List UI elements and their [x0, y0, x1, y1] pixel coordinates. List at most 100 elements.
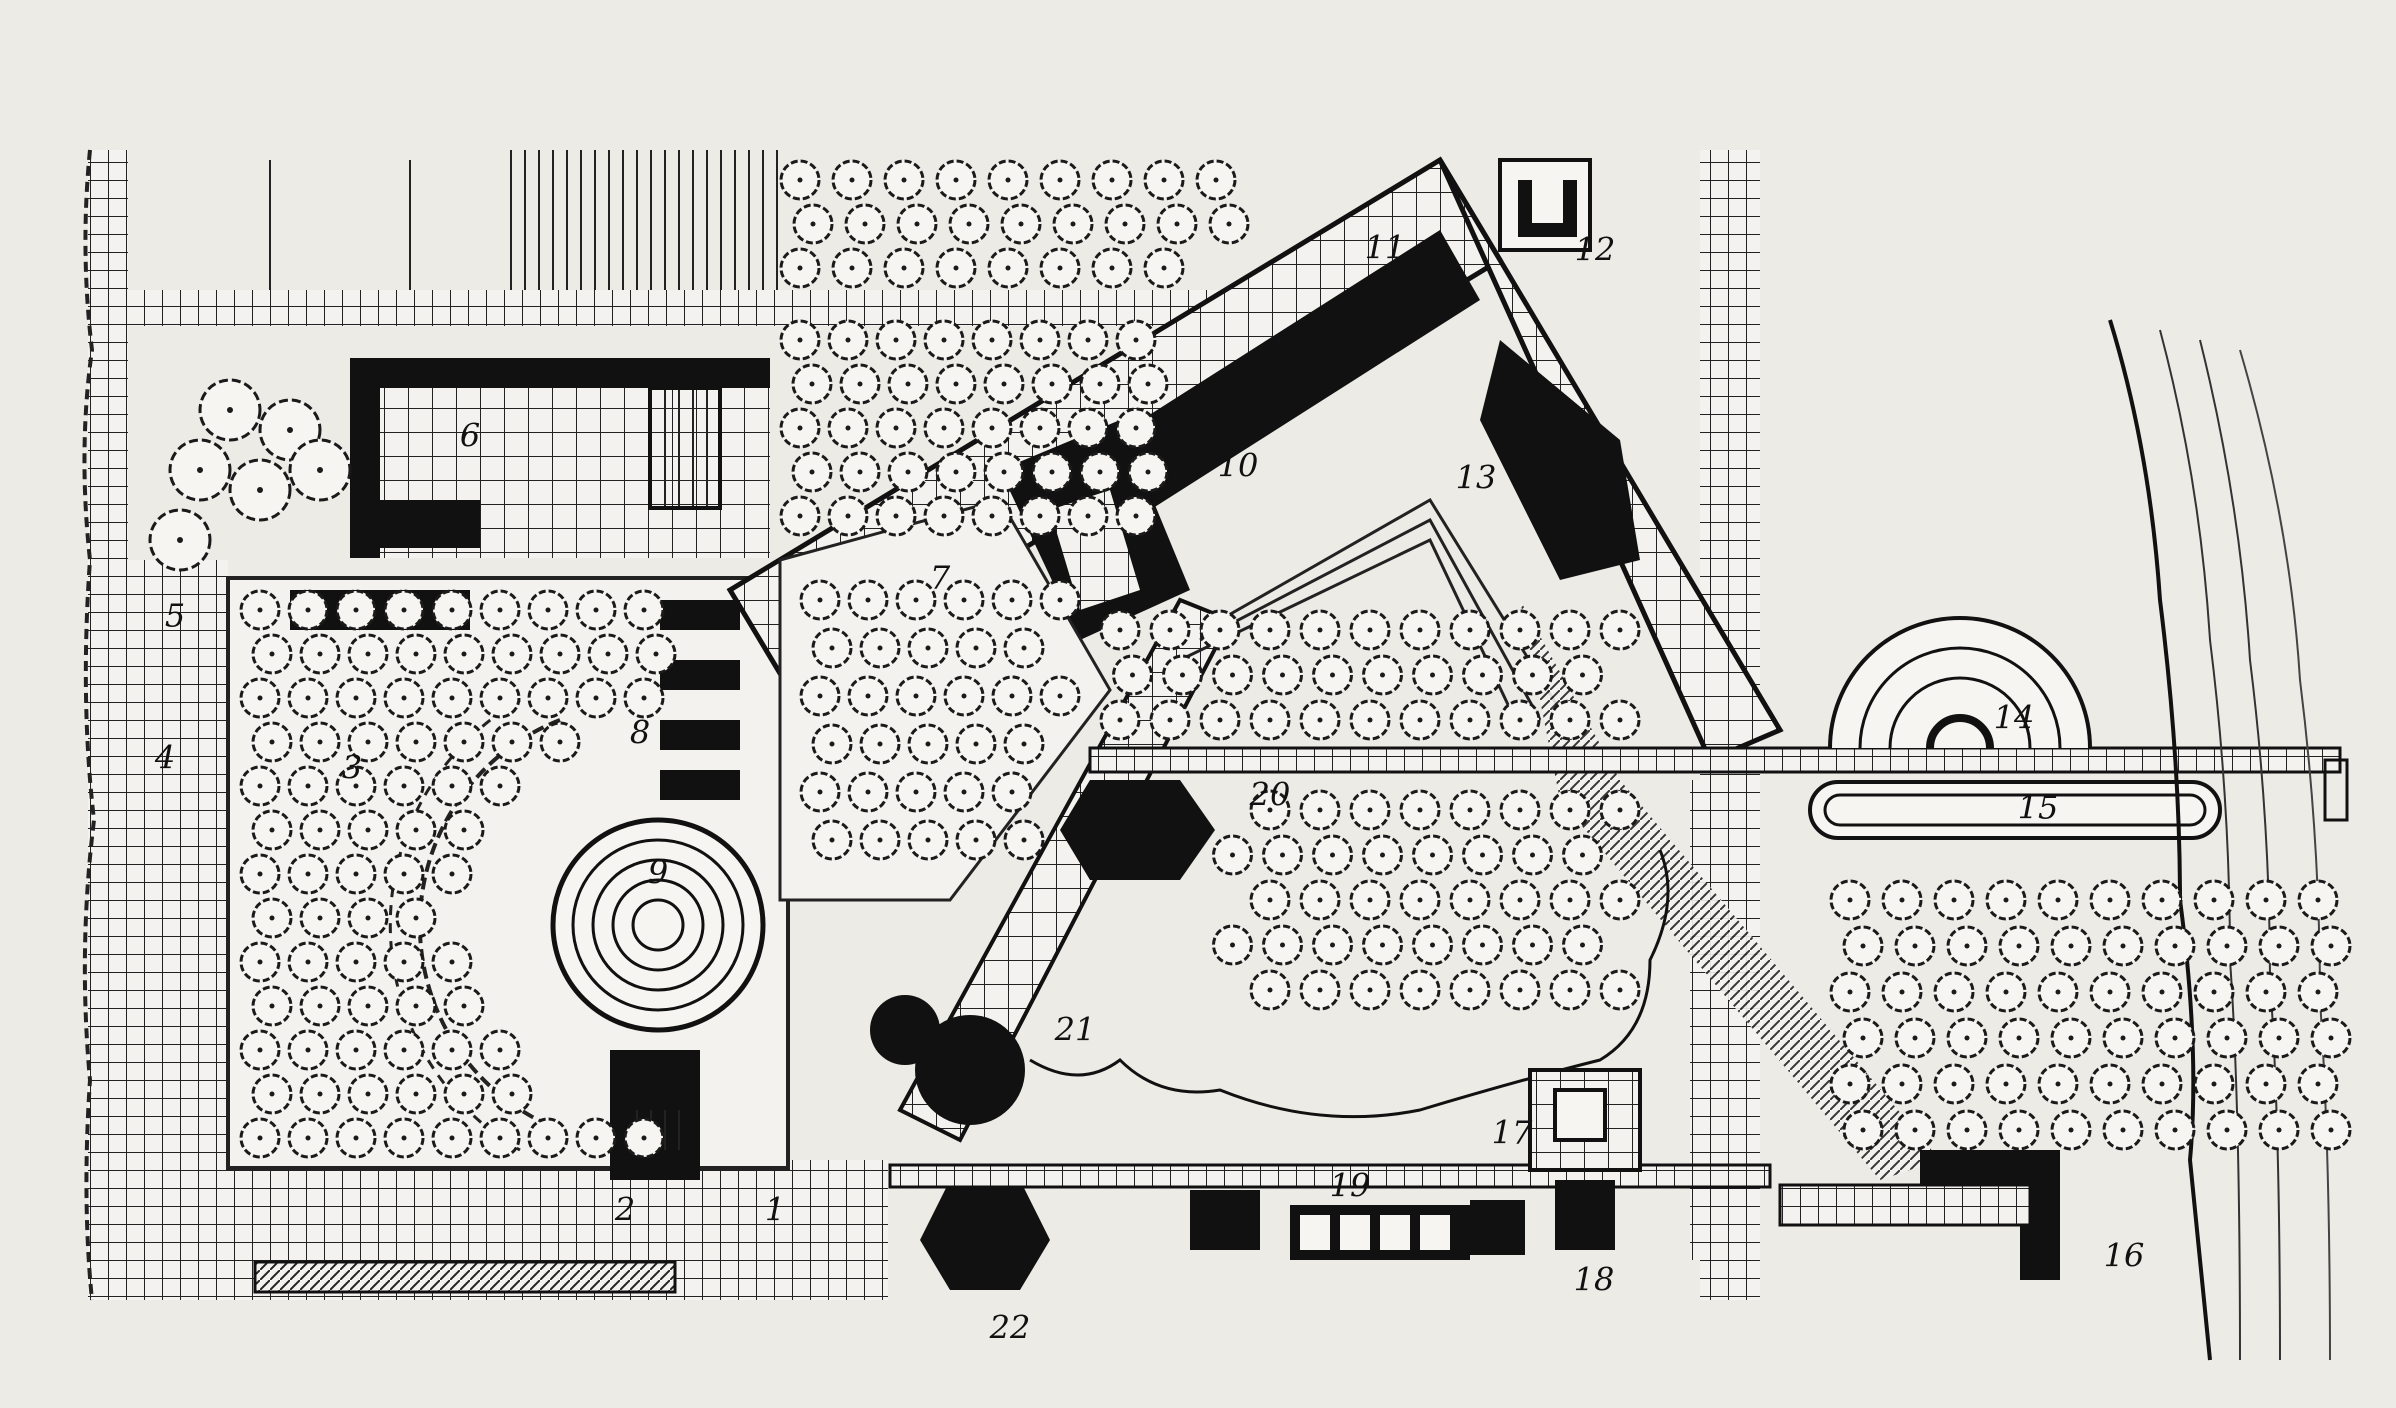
tree-symbol [491, 721, 533, 763]
tree-symbol [1143, 247, 1185, 289]
tree-symbol [907, 819, 949, 861]
tree-symbol [887, 451, 929, 493]
tree-symbol [983, 451, 1025, 493]
tree-symbol [1933, 879, 1975, 921]
hex-block-22 [920, 1180, 1050, 1290]
tree-symbol [635, 633, 677, 675]
tree-symbol [575, 1117, 617, 1159]
tree-symbol [479, 1029, 521, 1071]
tree-symbol [1156, 203, 1198, 245]
tree-symbol [1549, 969, 1591, 1011]
tree-symbol [479, 1117, 521, 1159]
tree-symbol [1112, 654, 1153, 696]
tree-symbol [2037, 971, 2079, 1013]
tree-symbol [2089, 971, 2131, 1013]
tree-symbol [847, 579, 889, 621]
tree-symbol [1881, 1063, 1923, 1105]
tree-symbol [887, 363, 929, 405]
tree-symbol [1985, 971, 2027, 1013]
tree-symbol [251, 633, 293, 675]
tree-symbol [859, 819, 901, 861]
tree-symbol [443, 985, 485, 1027]
tree-symbol [1067, 319, 1109, 361]
tree-symbol [971, 407, 1013, 449]
tree-symbol [827, 407, 869, 449]
tree-symbol [395, 1073, 437, 1115]
tree-symbol [2050, 1017, 2092, 1059]
tree-symbol [383, 853, 425, 895]
tree-symbol [896, 203, 938, 245]
tree-symbol [1842, 1017, 1884, 1059]
tree-symbol [847, 771, 889, 813]
tree-symbol [1000, 203, 1042, 245]
tree-symbol [335, 1029, 377, 1071]
tree-symbol [1199, 699, 1241, 741]
label-14: 14 [1994, 699, 2035, 737]
tree-symbol [2154, 1109, 2196, 1151]
tree-symbol [299, 721, 341, 763]
tree-symbol [1099, 699, 1141, 741]
tree-symbol [844, 203, 886, 245]
stone-strip [253, 1260, 677, 1294]
tree-symbol [1249, 609, 1291, 651]
entry-building-2 [610, 1050, 700, 1180]
tree-symbol [2206, 925, 2248, 967]
tree-symbol [2193, 879, 2235, 921]
river-bank [2108, 319, 2331, 1361]
tree-symbol [1399, 789, 1441, 831]
tree-symbol [148, 508, 212, 572]
tree-symbol [2089, 1063, 2131, 1105]
tree-symbol [431, 1029, 473, 1071]
tree-symbol [2037, 879, 2079, 921]
tree-symbol [1262, 834, 1303, 876]
building-19 [888, 1163, 1772, 1260]
tree-symbol [923, 407, 965, 449]
tree-symbol [1039, 159, 1081, 201]
pier-16 [1778, 1150, 2060, 1280]
tree-symbol [779, 407, 821, 449]
main-promenade [1088, 746, 2342, 774]
tree-symbol [198, 378, 262, 442]
tree-symbol [2193, 971, 2235, 1013]
tree-symbol [1262, 924, 1303, 966]
tree-symbol [527, 589, 569, 631]
tree-symbol [1499, 879, 1541, 921]
tree-symbol [287, 941, 329, 983]
label-12: 12 [1575, 231, 1616, 269]
tree-symbol [168, 438, 232, 502]
tree-symbol [527, 1117, 569, 1159]
tree-symbol [859, 723, 901, 765]
tree-symbol [299, 1073, 341, 1115]
tree-symbol [1079, 363, 1121, 405]
tree-symbol [2245, 971, 2287, 1013]
tree-symbol [935, 247, 977, 289]
label-19: 19 [1330, 1167, 1371, 1205]
tree-symbol [288, 438, 352, 502]
tree-symbol [1998, 925, 2040, 967]
tree-symbol [1299, 879, 1341, 921]
tree-symbol [491, 1073, 533, 1115]
tree-symbol [1349, 969, 1391, 1011]
tree-symbol [2154, 925, 2196, 967]
tree-symbol [1512, 834, 1553, 876]
tree-symbol [1599, 789, 1641, 831]
tree-symbol [1829, 879, 1871, 921]
tree-symbol [431, 677, 473, 719]
tree-symbol [287, 677, 329, 719]
tree-symbol [1562, 654, 1603, 696]
tree-symbol [2193, 1063, 2235, 1105]
tree-symbol [395, 721, 437, 763]
tree-symbol [431, 589, 473, 631]
tree-symbol [1399, 609, 1441, 651]
tree-symbol [527, 677, 569, 719]
tree-symbol [239, 1117, 281, 1159]
tree-symbol [2102, 925, 2144, 967]
tree-symbol [1091, 247, 1133, 289]
tree-symbol [2310, 1017, 2352, 1059]
tree-symbol [1249, 969, 1291, 1011]
tree-symbol [1562, 834, 1603, 876]
tree-symbol [1998, 1109, 2040, 1151]
tree-symbol [287, 1029, 329, 1071]
tree-symbol [1549, 789, 1591, 831]
tree-symbol [251, 1073, 293, 1115]
